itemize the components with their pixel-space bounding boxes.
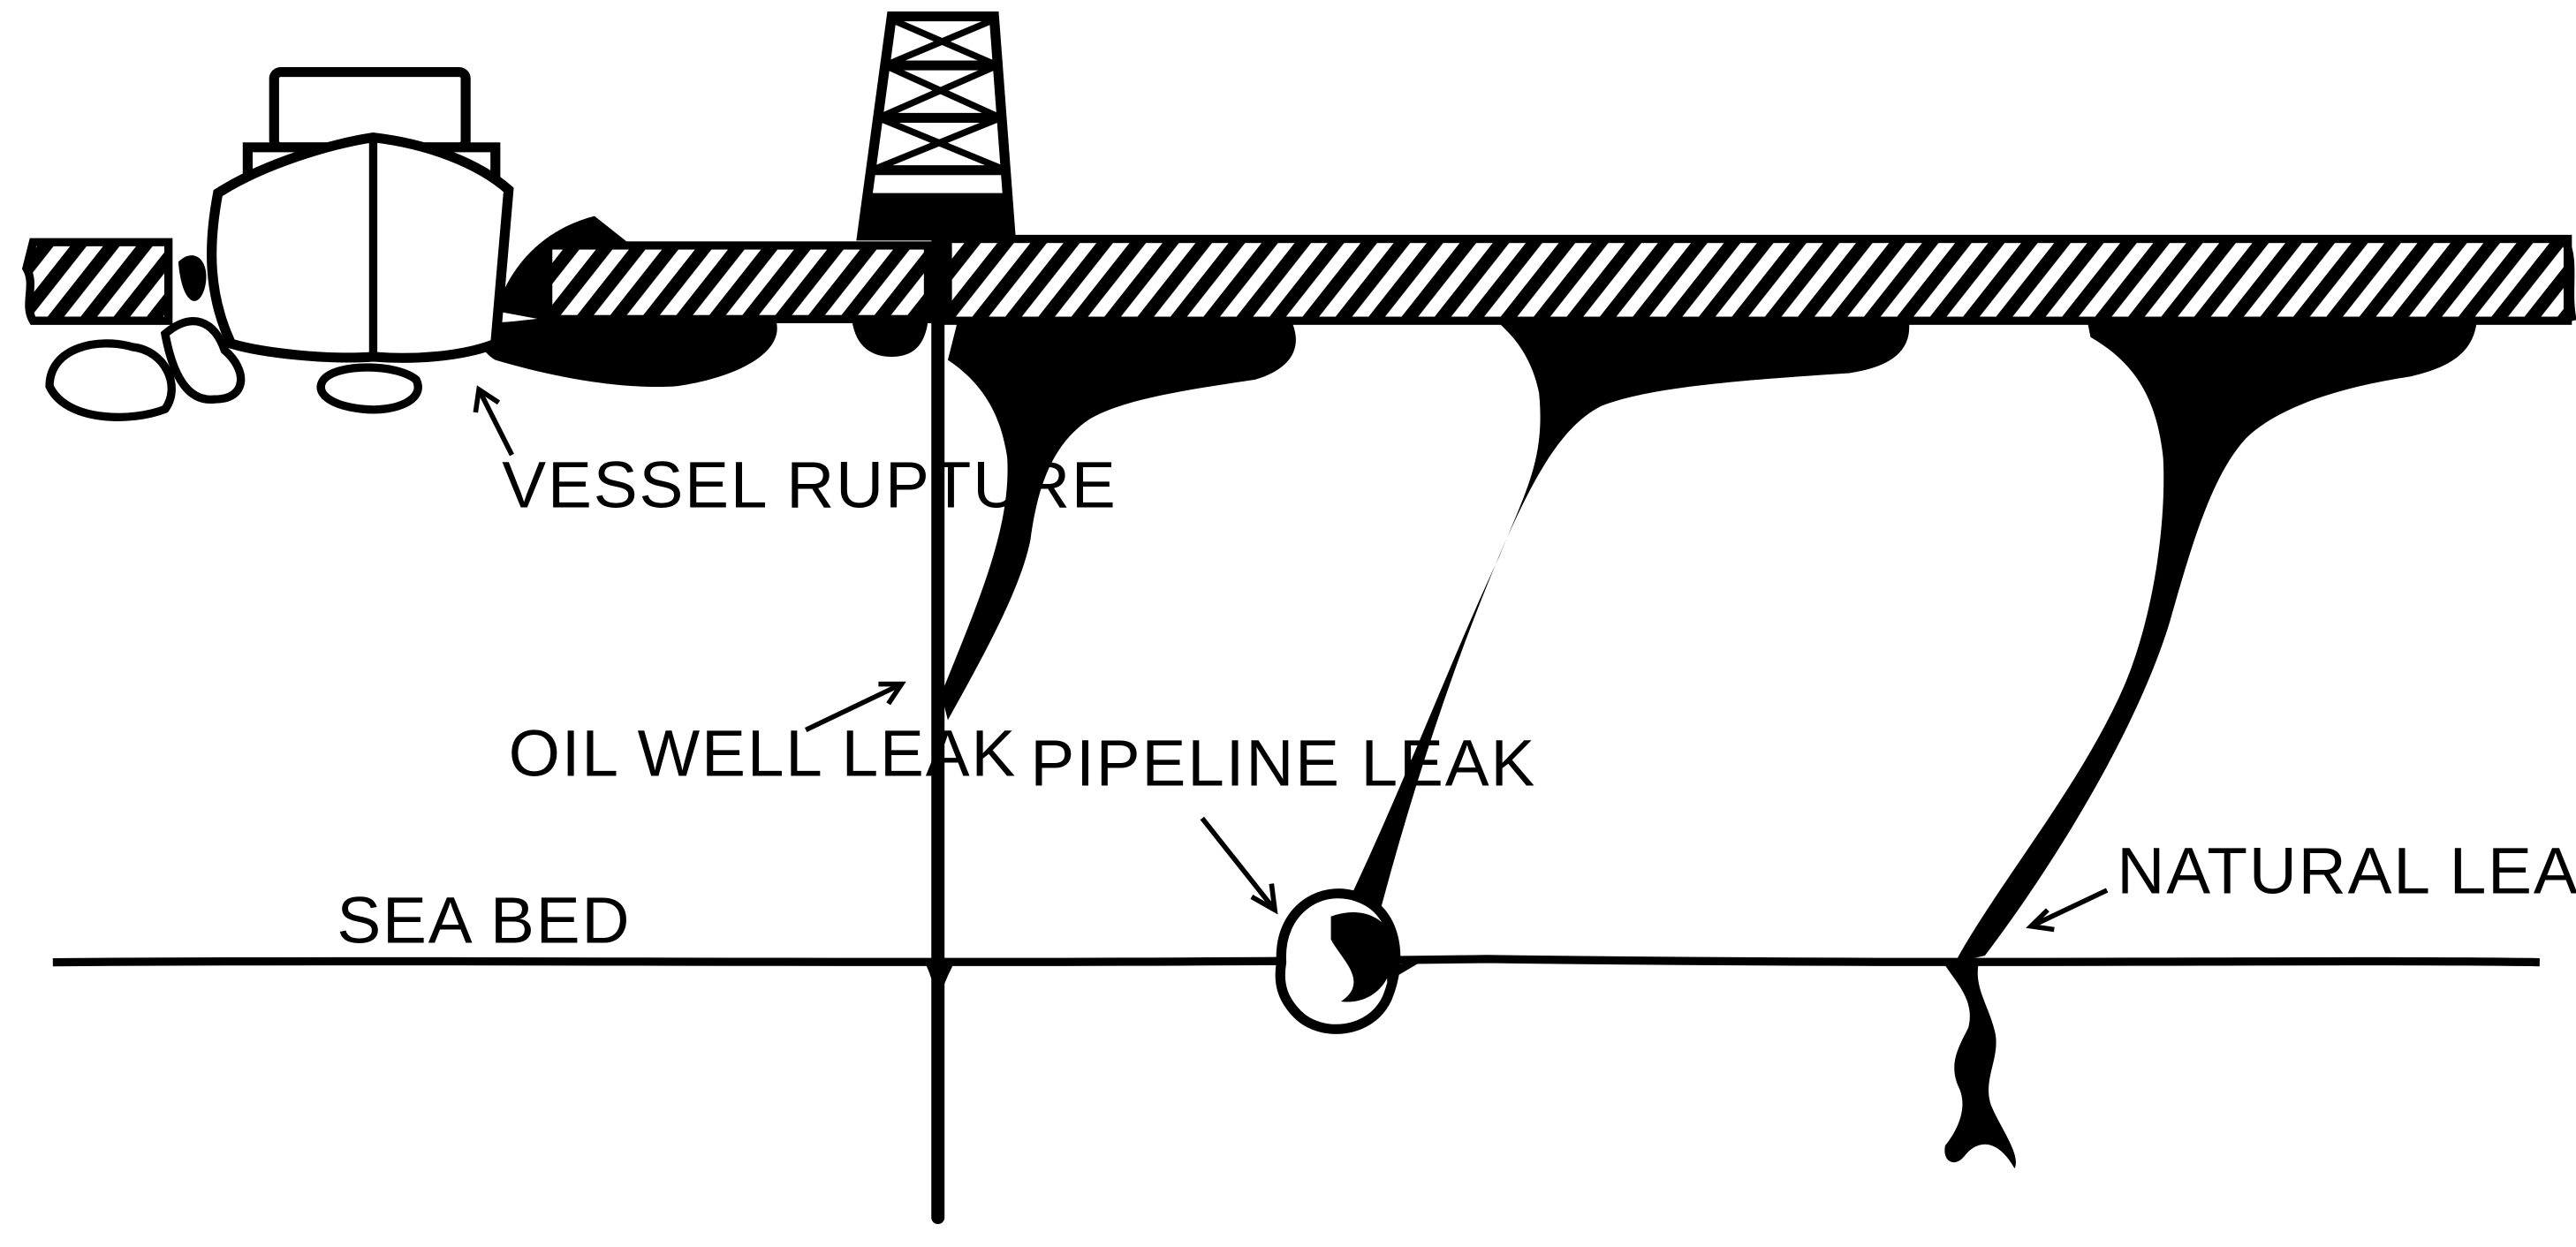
pipeline-leak-label: PIPELINE LEAK [1030, 727, 1536, 800]
pipeline [1275, 888, 1421, 1034]
vessel-rupture-arrow [473, 385, 514, 457]
oil-well-leak-label: OIL WELL LEAK [509, 717, 1018, 790]
sea-bed-label: SEA BED [337, 884, 631, 957]
pipeline-leak-arrow [1200, 816, 1278, 915]
oil-well-leak-arrow [804, 681, 906, 732]
ship [45, 66, 514, 421]
natural-leak-plume [1955, 321, 2477, 963]
natural-leak-arrow [2026, 888, 2109, 933]
oil-well-pipe [924, 235, 955, 1225]
natural-leak-label: NATURAL LEAK [2117, 835, 2576, 908]
sea-surface [21, 234, 2576, 325]
natural-seep-fissure [1944, 965, 2016, 1169]
oil-well-plume [941, 321, 1296, 721]
oil-rig [856, 11, 1017, 241]
vessel-rupture-label: VESSEL RUPTURE [502, 449, 1117, 522]
sea-bed-line [52, 955, 2540, 967]
pipeline-leak-plume [1347, 321, 1910, 911]
